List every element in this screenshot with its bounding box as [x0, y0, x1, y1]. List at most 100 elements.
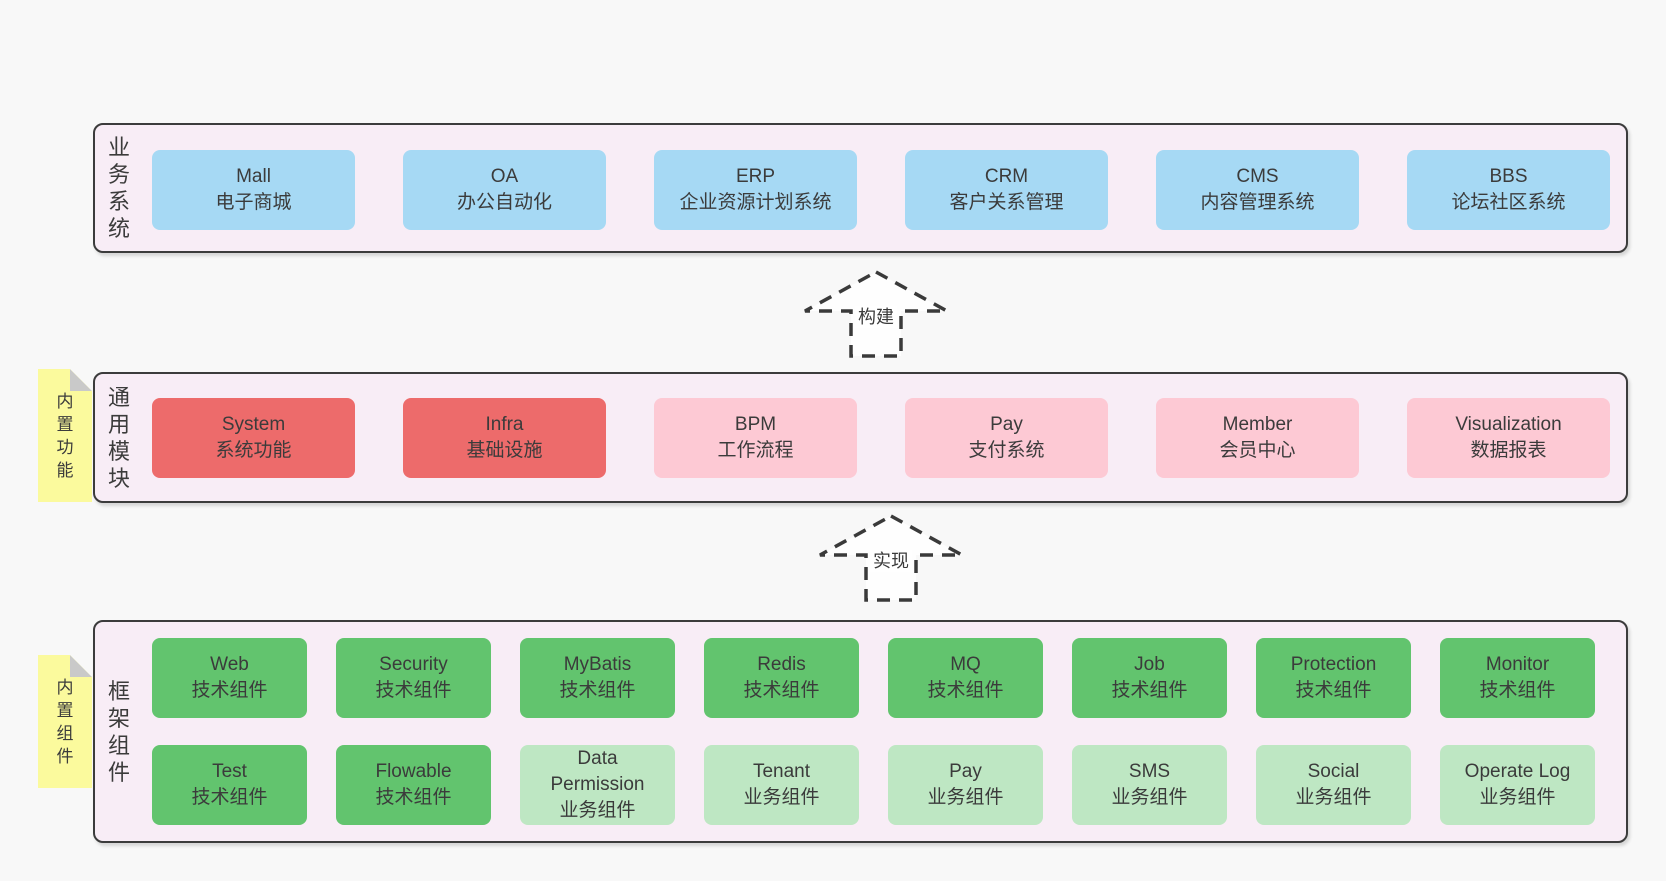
box-name-text: Tenant [752, 761, 811, 782]
box-name-text: Security [379, 654, 448, 675]
box-subtitle-text: 办公自动化 [456, 192, 552, 213]
box-name-text: Protection [1290, 654, 1377, 675]
arrow-build-label: 构建 [855, 306, 897, 328]
box-name-text: Flowable [375, 761, 452, 782]
box-name-text: Job [1134, 654, 1165, 675]
arrow-implement-label: 实现 [870, 550, 912, 572]
box-name-text: Mall [236, 166, 271, 187]
tab-built-in-components: 内置组件 [38, 655, 92, 788]
box-subtitle-text: 数据报表 [1470, 440, 1547, 461]
component-box-row-bottom: Test 技术组件 Flowable 技术组件 Data Permission … [152, 745, 1595, 825]
box-name-text: CMS [1236, 166, 1279, 187]
box-name-text: OA [490, 166, 519, 187]
box-visualization: Visualization 数据报表 [1407, 398, 1610, 478]
box-subtitle-text: 技术组件 [1479, 680, 1556, 701]
box-subtitle-text: 技术组件 [191, 680, 268, 701]
box-mall: Mall 电子商城 [152, 150, 355, 230]
business-box-row: Mall 电子商城 OA 办公自动化 ERP 企业资源计划系统 CRM 客户关系… [152, 150, 1610, 230]
box-subtitle-text: 业务组件 [1111, 787, 1188, 808]
box-operate-log: Operate Log 业务组件 [1440, 745, 1595, 825]
box-name-text: ERP [735, 166, 776, 187]
box-subtitle-text: 技术组件 [927, 680, 1004, 701]
box-subtitle-text: 系统功能 [215, 440, 292, 461]
box-subtitle-text: 企业资源计划系统 [679, 192, 832, 213]
arrow-build: 构建 [801, 270, 951, 360]
box-name-text: Social [1307, 761, 1360, 782]
side-label-framework-components: 框架组件 [107, 678, 130, 785]
box-name-text: Infra [485, 414, 524, 435]
box-subtitle-text: 技术组件 [375, 787, 452, 808]
box-test: Test 技术组件 [152, 745, 307, 825]
box-subtitle-text: 业务组件 [559, 800, 636, 821]
box-name-text: Data Permission [550, 748, 645, 795]
folded-corner-icon [70, 655, 92, 677]
tab-built-in-features: 内置功能 [38, 369, 92, 502]
box-web: Web 技术组件 [152, 638, 307, 718]
box-subtitle-text: 内容管理系统 [1200, 192, 1315, 213]
layer-framework-components: 框架组件 Web 技术组件 Security 技术组件 MyBatis 技术组件… [93, 620, 1628, 843]
box-subtitle-text: 技术组件 [743, 680, 820, 701]
box-erp: ERP 企业资源计划系统 [654, 150, 857, 230]
box-name-text: SMS [1128, 761, 1171, 782]
box-pay: Pay 支付系统 [905, 398, 1108, 478]
box-subtitle-text: 业务组件 [743, 787, 820, 808]
box-mybatis: MyBatis 技术组件 [520, 638, 675, 718]
folded-corner-icon [70, 369, 92, 391]
box-name-text: Operate Log [1464, 761, 1571, 782]
box-subtitle-text: 技术组件 [1295, 680, 1372, 701]
side-label-common-modules: 通用模块 [107, 384, 130, 491]
box-name-text: MyBatis [563, 654, 632, 675]
box-subtitle-text: 业务组件 [1479, 787, 1556, 808]
box-subtitle-text: 客户关系管理 [949, 192, 1064, 213]
module-box-row: System 系统功能 Infra 基础设施 BPM 工作流程 Pay 支付系统… [152, 398, 1610, 478]
box-bpm: BPM 工作流程 [654, 398, 857, 478]
tab-built-in-features-label: 内置功能 [56, 391, 74, 480]
component-box-row-top: Web 技术组件 Security 技术组件 MyBatis 技术组件 Redi… [152, 638, 1595, 718]
side-label-business-systems: 业务系统 [107, 135, 130, 241]
box-monitor: Monitor 技术组件 [1440, 638, 1595, 718]
box-subtitle-text: 业务组件 [927, 787, 1004, 808]
box-crm: CRM 客户关系管理 [905, 150, 1108, 230]
box-oa: OA 办公自动化 [403, 150, 606, 230]
box-subtitle-text: 业务组件 [1295, 787, 1372, 808]
box-subtitle-text: 技术组件 [375, 680, 452, 701]
box-redis: Redis 技术组件 [704, 638, 859, 718]
box-tenant: Tenant 业务组件 [704, 745, 859, 825]
box-name-text: BPM [734, 414, 777, 435]
box-bbs: BBS 论坛社区系统 [1407, 150, 1610, 230]
box-name-text: Member [1222, 414, 1293, 435]
box-subtitle-text: 技术组件 [1111, 680, 1188, 701]
box-subtitle-text: 论坛社区系统 [1451, 192, 1566, 213]
box-protection: Protection 技术组件 [1256, 638, 1411, 718]
box-subtitle-text: 电子商城 [215, 192, 292, 213]
box-security: Security 技术组件 [336, 638, 491, 718]
box-name-text: Pay [949, 761, 982, 782]
box-name-text: Visualization [1455, 414, 1562, 435]
box-subtitle-text: 工作流程 [717, 440, 794, 461]
box-subtitle-text: 技术组件 [191, 787, 268, 808]
box-name-text: Pay [990, 414, 1023, 435]
box-mq: MQ 技术组件 [888, 638, 1043, 718]
box-subtitle-text: 基础设施 [466, 440, 543, 461]
arrow-implement: 实现 [816, 514, 966, 604]
box-pay-business: Pay 业务组件 [888, 745, 1043, 825]
box-job: Job 技术组件 [1072, 638, 1227, 718]
box-subtitle-text: 技术组件 [559, 680, 636, 701]
box-name-text: Redis [757, 654, 806, 675]
box-name-text: System [221, 414, 286, 435]
box-name-text: CRM [984, 166, 1029, 187]
tab-built-in-components-label: 内置组件 [56, 677, 74, 766]
box-subtitle-text: 支付系统 [968, 440, 1045, 461]
box-system: System 系统功能 [152, 398, 355, 478]
box-member: Member 会员中心 [1156, 398, 1359, 478]
box-data-permission: Data Permission 业务组件 [520, 745, 675, 825]
box-social: Social 业务组件 [1256, 745, 1411, 825]
box-name-text: Web [210, 654, 249, 675]
box-sms: SMS 业务组件 [1072, 745, 1227, 825]
box-name-text: Test [212, 761, 247, 782]
box-name-text: MQ [950, 654, 981, 675]
box-name-text: Monitor [1485, 654, 1550, 675]
box-infra: Infra 基础设施 [403, 398, 606, 478]
layer-common-modules: 通用模块 System 系统功能 Infra 基础设施 BPM 工作流程 Pay… [93, 372, 1628, 503]
